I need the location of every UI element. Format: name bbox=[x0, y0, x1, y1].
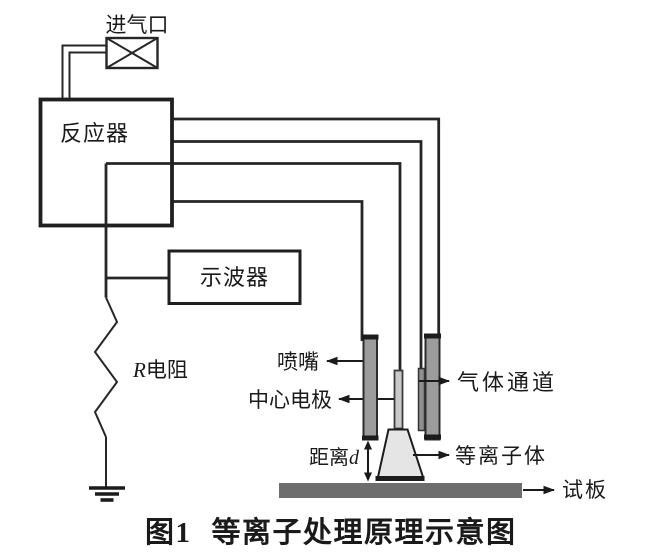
hv-wires bbox=[104, 117, 441, 373]
nozzle-bar-left-top-cap bbox=[362, 334, 379, 340]
center-electrode-bar bbox=[393, 369, 404, 430]
nozzle-label: 喷嘴 bbox=[277, 350, 319, 374]
center-electrode-label: 中心电极 bbox=[248, 388, 332, 412]
nozzle-bar-left-bottom-cap bbox=[362, 435, 379, 441]
nozzle-bar-right-bottom-cap bbox=[424, 434, 441, 440]
wire-3 bbox=[106, 162, 402, 373]
gas-inlet-label: 进气口 bbox=[106, 13, 169, 37]
figure-caption: 图1 等离子处理原理示意图 bbox=[145, 515, 517, 549]
oscilloscope-box bbox=[167, 249, 302, 305]
plasma-label: 等离子体 bbox=[455, 444, 547, 468]
torch-assembly bbox=[362, 333, 441, 481]
figure-caption-title: 等离子处理原理示意图 bbox=[212, 515, 517, 549]
oscilloscope-label: 示波器 bbox=[200, 265, 269, 290]
test-plate-bar bbox=[279, 483, 522, 498]
test-plate-label: 试板 bbox=[562, 478, 608, 502]
nozzle-bar-left bbox=[362, 335, 378, 441]
figure-caption-number: 图1 bbox=[145, 517, 192, 549]
distance-arrow bbox=[364, 440, 372, 482]
gas-channel-label: 气体通道 bbox=[457, 370, 557, 395]
wire-4 bbox=[172, 200, 364, 341]
reactor-label: 反应器 bbox=[60, 121, 129, 146]
resistor-label: R电阻 bbox=[132, 358, 188, 382]
wire-1 bbox=[172, 117, 441, 342]
gas-channel-strip bbox=[417, 367, 426, 432]
gas-inlet-valve-icon bbox=[105, 36, 159, 70]
reactor-internal-wires bbox=[104, 162, 172, 226]
ground-icon bbox=[89, 486, 125, 502]
distance-label: 距离d bbox=[309, 446, 360, 469]
nozzle-bar-right bbox=[424, 334, 441, 441]
resistor-icon bbox=[93, 297, 119, 438]
plasma-plume bbox=[376, 428, 425, 478]
nozzle-bar-right-top-cap bbox=[424, 333, 441, 339]
gas-inlet-pipe bbox=[61, 44, 107, 100]
wire-2 bbox=[172, 140, 423, 371]
